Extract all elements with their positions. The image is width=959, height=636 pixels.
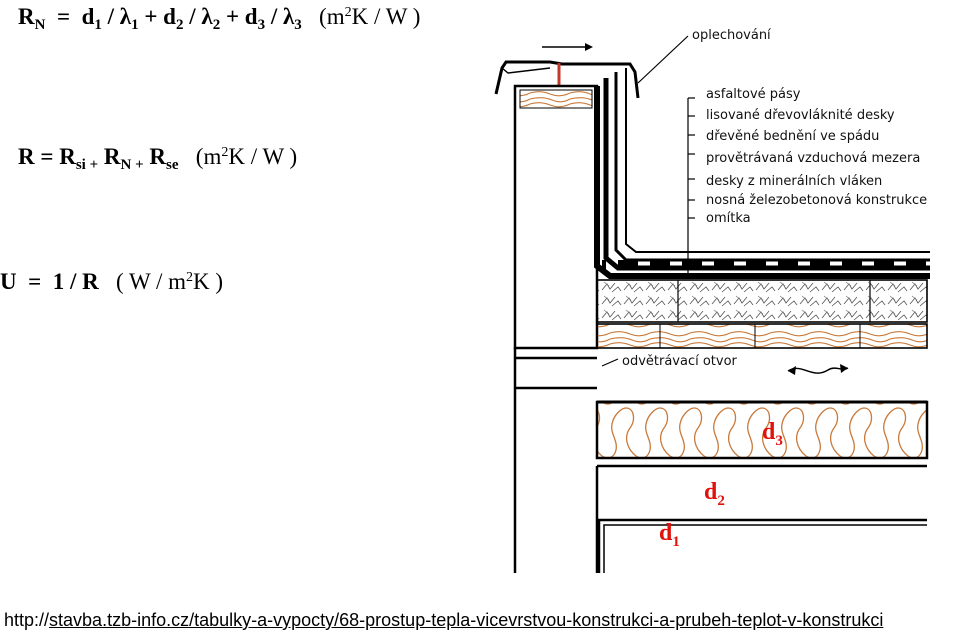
eq-subscript: N [34,17,46,33]
label-flashing: oplechování [692,28,771,43]
roof-detail-diagram: oplechování asfaltové pásy lisované dřev… [494,28,930,573]
mineral-wool-layer [595,400,929,460]
label-air-gap: provětrávaná vzduchová mezera [706,151,920,166]
source-url: http://stavba.tzb-info.cz/tabulky-a-vypo… [4,610,883,631]
fibreboard-layer [596,279,928,323]
label-leader-lines [601,35,695,367]
eq-unit: (m2K / W ) [319,4,421,29]
equation-u: U = 1 / R ( W / m2K ) [0,269,224,294]
label-concrete: nosná železobetonová konstrukce [706,193,927,208]
equation-r: R = Rsi + RN + Rse (m2K / W ) [18,144,298,173]
eq-symbol: R [18,4,35,29]
label-fibreboard: lisované dřevovláknité desky [706,108,895,123]
label-asphalt-strips: asfaltové pásy [706,87,801,102]
ventilation-arrow [787,367,849,374]
label-mineral-wool: desky z minerálních vláken [706,174,882,189]
concrete-slab [595,464,927,573]
label-wood-boarding: dřevěné bednění ve spádu [706,129,879,144]
thickness-label-d2: d2 [704,479,725,509]
wood-boarding-layer [596,323,928,349]
eq-equals: = [51,4,76,29]
label-vent-opening: odvětrávací otvor [622,354,738,369]
parapet-wall [513,84,599,573]
label-plaster: omítka [706,211,751,226]
source-url-link[interactable]: stavba.tzb-info.cz/tabulky-a-vypocty/68-… [49,610,884,630]
eq-unit: (m2K / W ) [195,144,298,169]
thickness-label-d3: d3 [762,419,783,449]
thickness-label-d1: d1 [659,520,680,550]
equation-rn: RN = d1 / λ1 + d2 / λ2 + d3 / λ3 (m2K / … [18,4,420,34]
eq-unit: ( W / m2K ) [115,269,224,294]
waterproof-membrane [594,68,930,279]
flow-arrow-top [542,43,593,51]
source-url-prefix: http:// [4,610,50,630]
eq-body: d1 / λ1 + d2 / λ2 + d3 / λ3 [81,4,302,33]
